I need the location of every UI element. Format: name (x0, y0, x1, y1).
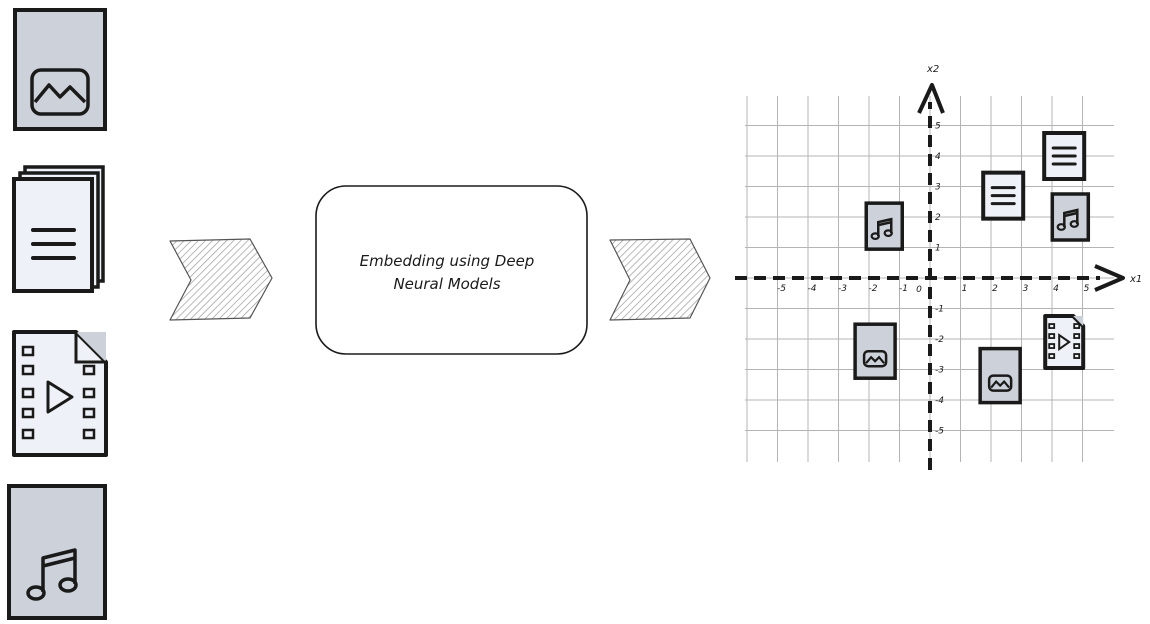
y-tick-label: -1 (935, 305, 944, 315)
y-axis-arrowhead (917, 83, 945, 114)
y-tick-label: 3 (935, 183, 941, 193)
x-tick-label: -3 (838, 284, 847, 294)
process-label-line2: Neural Models (393, 275, 500, 293)
x-tick-label: -4 (808, 284, 817, 294)
y-tick-label: -4 (935, 396, 944, 406)
x-tick-label: 4 (1053, 284, 1059, 294)
y-tick-label: -5 (935, 427, 944, 437)
x-axis-arrowhead (1094, 264, 1125, 292)
embedded-image-image-icon (978, 346, 1022, 405)
y-tick-label: -2 (935, 335, 944, 345)
y-tick-label: -3 (935, 366, 944, 376)
y-tick-label: 5 (935, 122, 941, 132)
x-tick-label: 3 (1023, 284, 1029, 294)
input-image-file-icon (13, 8, 107, 131)
embedded-audio-music-note-icon (864, 201, 904, 251)
embedded-text-document-icon (981, 170, 1026, 221)
origin-label: 0 (916, 285, 922, 295)
embedded-audio-music-note-icon (1050, 192, 1091, 242)
plot-tick-labels: -5 -4 -3 -2 -1 1 2 3 4 5 5 4 3 2 1 -1 -2 -3 -4 -5 (777, 122, 1090, 437)
chevron-arrow-left (169, 238, 273, 321)
process-label-line1: Embedding using Deep (360, 252, 535, 270)
embedding-process-box: Embedding using Deep Neural Models (315, 185, 588, 355)
x-tick-label: 1 (962, 284, 968, 294)
x-tick-label: 5 (1084, 284, 1090, 294)
x-tick-label: -1 (899, 284, 908, 294)
y-tick-label: 1 (935, 244, 941, 254)
embedded-image-image-icon (853, 322, 897, 380)
input-audio-file-icon (7, 484, 107, 620)
x-tick-label: -2 (869, 284, 878, 294)
plot-axes (735, 83, 1125, 470)
input-document-stack-icon (12, 165, 105, 293)
embedded-video-video-file-icon (1043, 314, 1086, 371)
y-axis-label: x2 (926, 64, 939, 75)
y-tick-label: 2 (935, 213, 941, 223)
y-tick-label: 4 (935, 152, 941, 162)
x-tick-label: 2 (992, 284, 998, 294)
x-axis-label: x1 (1129, 274, 1142, 285)
embedded-items (853, 131, 1091, 405)
embedding-plot: x1 x2 0 -5 -4 -3 -2 -1 1 2 3 4 5 5 4 3 2 1 -1 -2 -3 -4 -5 (735, 64, 1142, 470)
x-tick-label: -5 (777, 284, 786, 294)
embedded-text-document-icon (1042, 131, 1087, 181)
chevron-arrow-right (609, 238, 711, 321)
input-video-file-icon (12, 330, 108, 457)
